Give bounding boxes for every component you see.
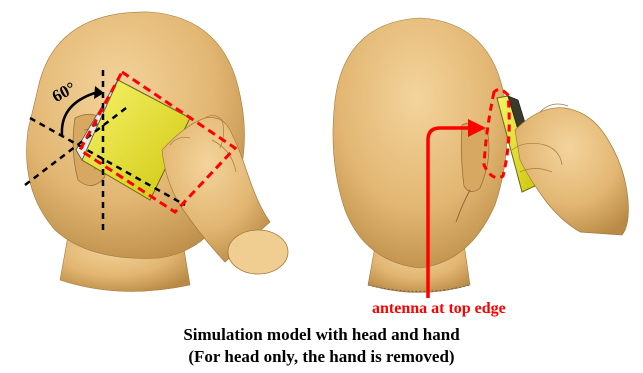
right-hand [512, 104, 628, 235]
right-head-model [333, 18, 507, 293]
caption-line-1: Simulation model with head and hand [0, 325, 643, 345]
antenna-label: antenna at top edge [372, 300, 506, 317]
caption-line-2: (For head only, the hand is removed) [0, 347, 643, 367]
